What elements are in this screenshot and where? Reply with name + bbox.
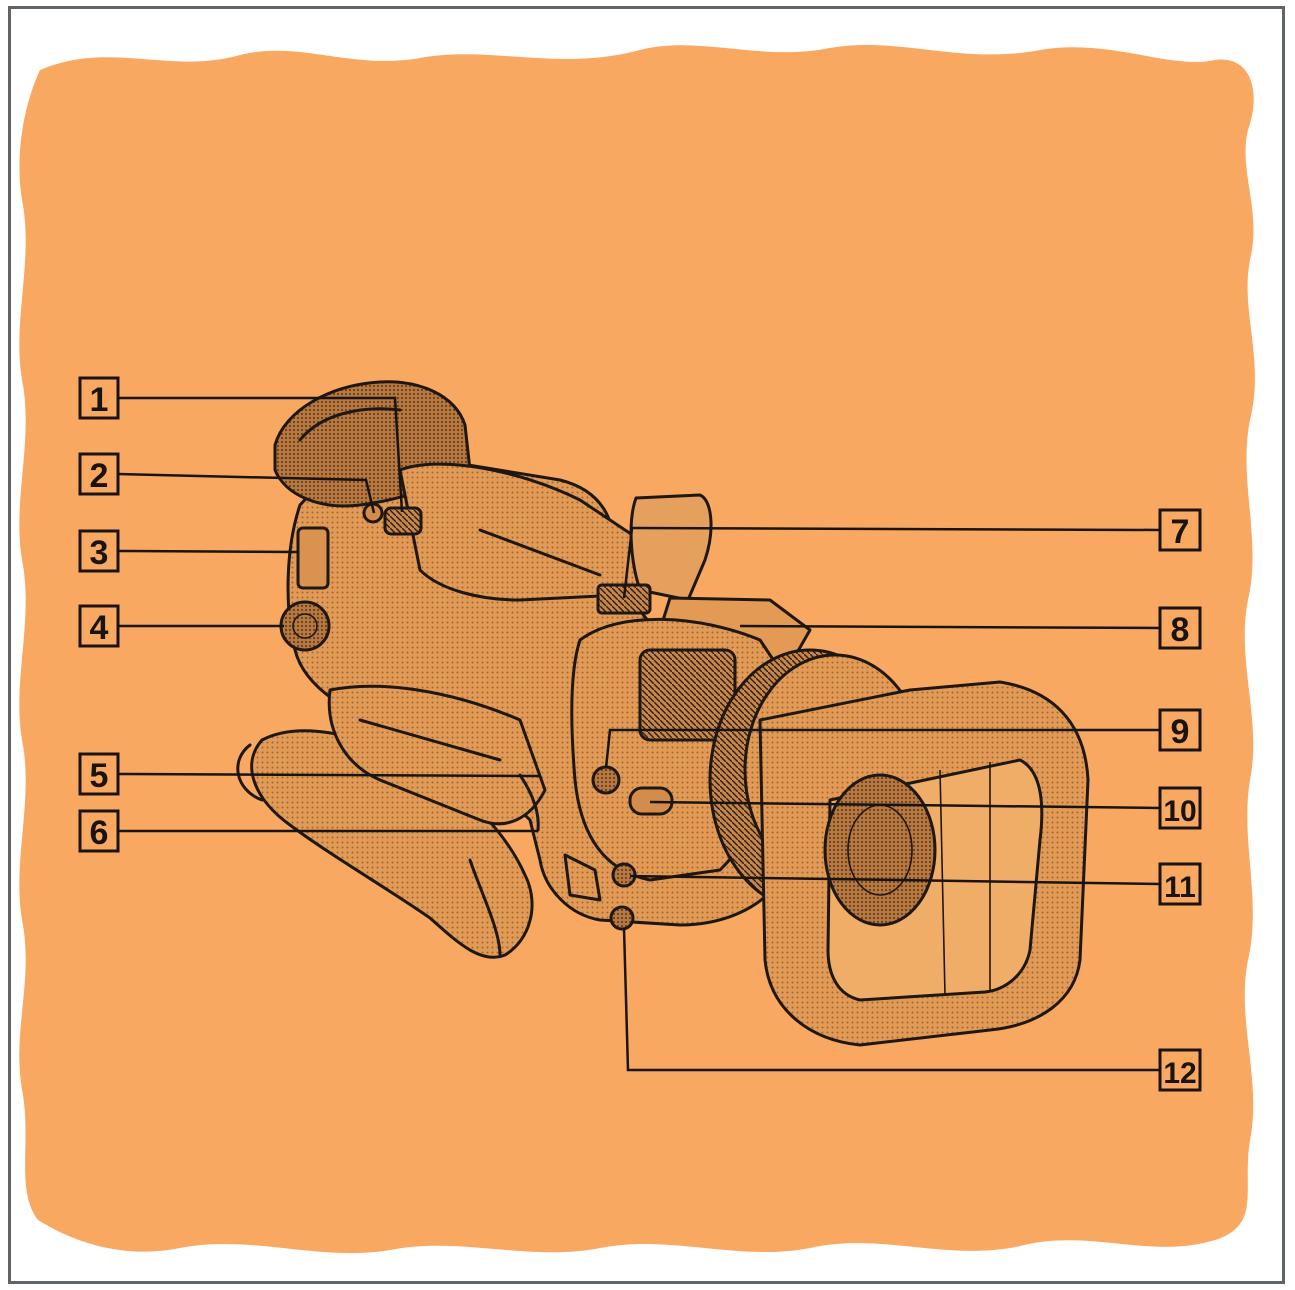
callout-10: 10 bbox=[1158, 786, 1202, 830]
callout-number-8: 8 bbox=[1171, 611, 1190, 649]
callout-number-2: 2 bbox=[90, 457, 109, 495]
callout-4: 4 bbox=[78, 604, 120, 648]
callout-8: 8 bbox=[1158, 606, 1202, 650]
switch-panel bbox=[296, 526, 330, 590]
callout-7: 7 bbox=[1158, 508, 1202, 552]
callout-1: 1 bbox=[78, 376, 120, 420]
callout-number-7: 7 bbox=[1171, 513, 1190, 551]
front-button-9 bbox=[591, 765, 621, 795]
front-jack-12 bbox=[609, 905, 635, 931]
power-dial bbox=[279, 600, 331, 652]
callout-3: 3 bbox=[78, 529, 120, 573]
callout-9: 9 bbox=[1158, 708, 1202, 752]
callout-2: 2 bbox=[78, 452, 120, 496]
callout-number-5: 5 bbox=[90, 757, 109, 795]
camcorder-illustration bbox=[236, 380, 1090, 1047]
callout-number-11: 11 bbox=[1164, 871, 1196, 904]
callout-number-9: 9 bbox=[1171, 713, 1190, 751]
callout-11: 11 bbox=[1158, 862, 1202, 906]
callout-number-6: 6 bbox=[90, 814, 109, 852]
callout-12: 12 bbox=[1158, 1048, 1202, 1092]
side-panel bbox=[327, 684, 547, 826]
callout-number-3: 3 bbox=[90, 534, 109, 572]
accessory-shoe-rear bbox=[596, 583, 652, 615]
callout-number-12: 12 bbox=[1163, 1057, 1196, 1090]
callout-5: 5 bbox=[78, 752, 120, 796]
callout-6: 6 bbox=[78, 809, 120, 853]
callout-labels: 1 2 3 4 5 6 7 8 bbox=[78, 376, 1202, 1092]
callout-number-10: 10 bbox=[1163, 795, 1196, 828]
leader-lines bbox=[117, 396, 1161, 1072]
callout-number-1: 1 bbox=[90, 381, 109, 419]
lens-glass bbox=[823, 773, 937, 927]
callout-number-4: 4 bbox=[90, 609, 109, 647]
